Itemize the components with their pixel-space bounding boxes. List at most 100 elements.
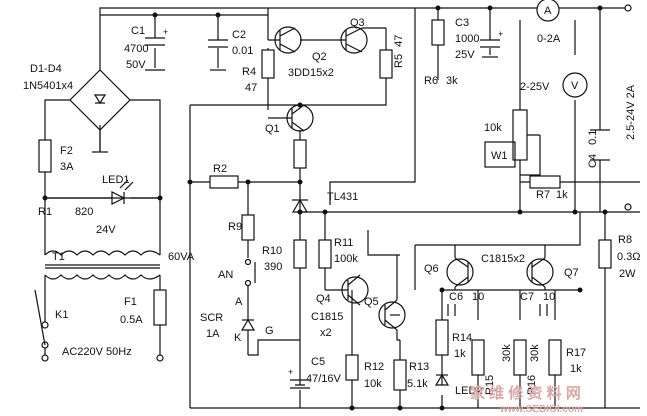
resistor-r8: [598, 239, 612, 269]
r15-label: R15: [484, 375, 496, 395]
c1-value: 4700: [124, 43, 148, 55]
button-an: [244, 258, 256, 287]
r8-ref: R8: [618, 234, 632, 246]
r8-value: 0.3Ω: [617, 251, 641, 263]
c2-value: 0.01: [232, 45, 253, 57]
w1-ref: W1: [491, 150, 508, 162]
c6-value: 10: [472, 291, 484, 303]
capacitor-c3-symbol: +: [480, 29, 503, 58]
mains-label: AC220V 50Hz: [62, 346, 132, 358]
resistor-r13: [393, 359, 407, 391]
led2-symbol: [434, 373, 450, 386]
r1-value: 820: [75, 206, 93, 218]
transistor-q5: [378, 255, 406, 341]
c5-ref: C5: [311, 356, 325, 368]
q45-count: x2: [320, 327, 332, 339]
q2-ref: Q2: [312, 51, 327, 63]
an-label: AN: [218, 269, 233, 281]
c5-value: 47/16V: [306, 373, 342, 385]
voltmeter-range: 2-25V: [520, 81, 550, 93]
r11-ref: R11: [334, 237, 353, 249]
c7-value: 10: [543, 291, 555, 303]
t1-ref: T1: [52, 251, 65, 263]
r1-ref: R1: [38, 206, 52, 218]
scr-cathode: K: [234, 332, 242, 344]
r10-value: 390: [264, 261, 282, 273]
scr-anode: A: [235, 296, 243, 308]
r6-value: 3k: [446, 75, 458, 87]
r14-ref: R14: [452, 332, 472, 344]
junctions: [42, 5, 608, 411]
resistor-r9: [241, 214, 255, 241]
r5-value: 47: [393, 35, 405, 47]
r15-ref: R15: [484, 375, 496, 395]
capacitor-c1-symbol: +: [145, 27, 168, 71]
transformer-t1: [44, 250, 161, 280]
r8-power: 2W: [619, 268, 636, 280]
resistor-r17: [548, 339, 562, 376]
capacitor-c4-symbol: [590, 129, 610, 161]
r13-value: 5.1k: [407, 378, 428, 390]
c4-ref: C4: [587, 154, 599, 168]
r4-value: 47: [245, 82, 257, 94]
r13-ref: R13: [409, 361, 429, 373]
q3-ref: Q3: [350, 17, 365, 29]
f2-ref: F2: [60, 145, 73, 157]
resistor-r14: [435, 319, 449, 356]
ammeter-range: 0-2A: [537, 33, 561, 45]
resistor-r4: [261, 49, 275, 79]
r17-value: 1k: [570, 363, 582, 375]
r15-value: 30k: [501, 344, 513, 362]
scr-rating: 1A: [206, 328, 220, 340]
q5-ref: Q5: [364, 296, 379, 308]
q45-part: C1815: [311, 311, 343, 323]
r5-ref: R5: [393, 54, 405, 68]
c3-voltage: 25V: [455, 49, 475, 61]
c7-ref: C7: [520, 291, 534, 303]
transistor-q3: [300, 26, 386, 54]
resistors: [38, 19, 612, 391]
transistor-q4: [341, 274, 369, 306]
r2-ref: R2: [213, 163, 227, 175]
resistor-r3: [293, 139, 307, 169]
r14-value: 1k: [454, 348, 466, 360]
c4-value: 0.1: [587, 130, 599, 145]
w1-value: 10k: [484, 122, 502, 134]
r16-ref: R16: [526, 375, 538, 395]
transistor-q6: [446, 245, 474, 290]
t1-secondary: 24V: [96, 224, 116, 236]
t1-rating: 60VA: [168, 251, 195, 263]
resistor-r5: [379, 49, 393, 79]
fuse-f1: [153, 289, 167, 326]
q6-ref: Q6: [424, 263, 439, 275]
r7-value: 1k: [556, 189, 568, 201]
scr-ref: SCR: [200, 312, 223, 324]
capacitor-c7-symbol: [539, 304, 548, 316]
c4-label: C4 0.1: [587, 130, 599, 168]
potentiometer-wiper: [520, 134, 541, 176]
resistor-r11: [318, 239, 332, 269]
c6-ref: C6: [449, 291, 463, 303]
r9-ref: R9: [228, 221, 242, 233]
led1-symbol: [111, 179, 134, 205]
r10-ref: R10: [262, 245, 282, 257]
c3-value: 1000: [455, 33, 479, 45]
r4-ref: R4: [242, 66, 256, 78]
r12-value: 10k: [364, 378, 382, 390]
ammeter-symbol: A: [544, 5, 552, 17]
scr-symbol: [240, 300, 256, 331]
potentiometer-box: [484, 141, 516, 168]
r16-value-text: 30k: [529, 344, 541, 362]
voltmeter: [562, 72, 588, 98]
c1-voltage: 50V: [126, 59, 146, 71]
svg-text:+: +: [288, 367, 293, 377]
q1-ref: Q1: [265, 123, 280, 135]
voltmeter-symbol: V: [571, 80, 579, 92]
switch-k1: [34, 289, 49, 349]
tl431-label: TL431: [327, 191, 358, 203]
k1-ref: K1: [55, 309, 68, 321]
wiring: [44, 7, 640, 409]
r5-label: R5 47: [393, 35, 405, 68]
svg-text:+: +: [163, 27, 168, 37]
bridge-part: 1N5401x4: [23, 80, 73, 92]
